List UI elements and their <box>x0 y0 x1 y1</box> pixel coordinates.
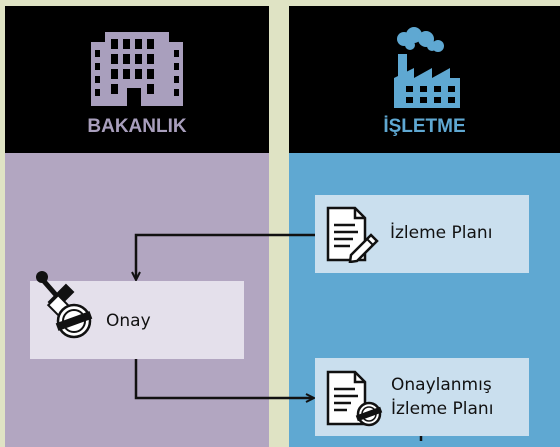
approved-document-icon <box>326 370 383 427</box>
node-izleme-plani[interactable]: İzleme Planı <box>315 195 529 273</box>
edge-izleme-to-onay <box>136 233 315 279</box>
stamp-icon <box>36 271 93 339</box>
lane-header-isletme: İŞLETME <box>289 6 560 153</box>
lane-header-bakanlik: BAKANLIK <box>5 6 269 153</box>
lane-title-bakanlik: BAKANLIK <box>87 116 187 137</box>
node-label-onay: Onay <box>106 311 151 331</box>
document-edit-icon <box>326 206 379 263</box>
building-icon <box>91 32 183 106</box>
node-onay[interactable]: Onay <box>30 271 244 359</box>
node-onaylanmis-izleme-plani[interactable]: Onaylanmış İzleme Planı <box>315 358 529 436</box>
node-label-onaylanmis-line1: Onaylanmış <box>391 375 492 395</box>
node-label-izleme-plani: İzleme Planı <box>390 223 493 243</box>
node-label-onaylanmis-line2: İzleme Planı <box>391 399 494 419</box>
lane-title-isletme: İŞLETME <box>383 116 466 137</box>
edge-onay-to-onaylanmis <box>134 359 313 398</box>
factory-icon <box>394 27 460 108</box>
